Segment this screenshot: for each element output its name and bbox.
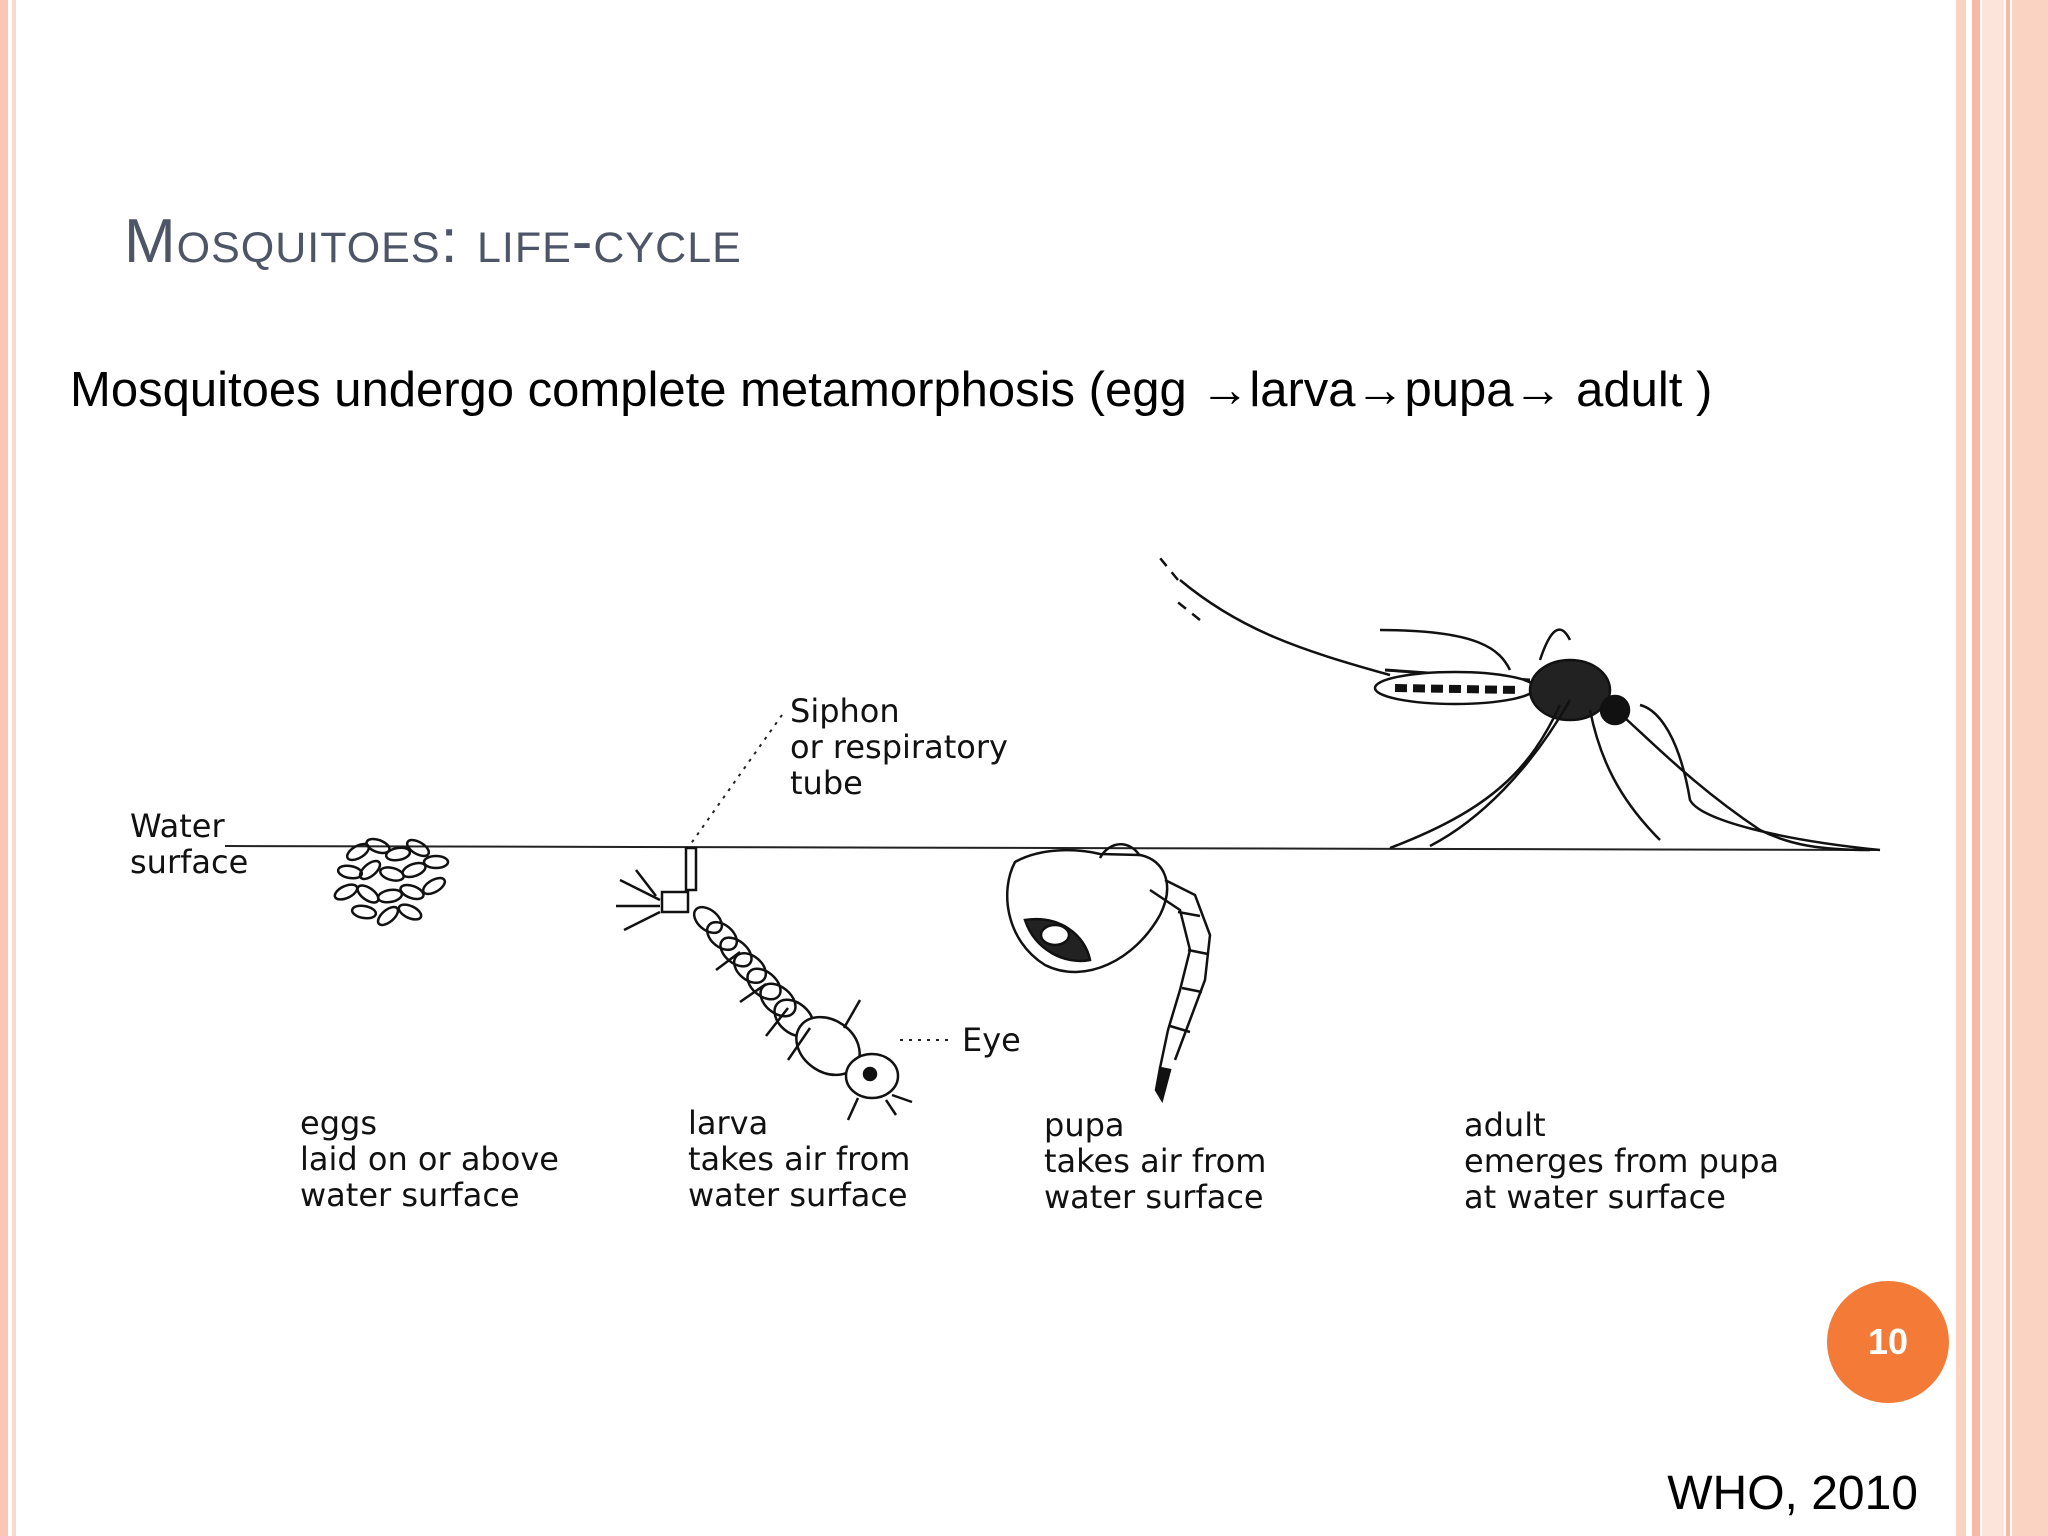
right-border-stripe-3: [1972, 0, 1980, 1536]
siphon-label: Siphon or respiratory tube: [790, 692, 1018, 802]
pupa-illustration: [1005, 843, 1212, 1104]
life-cycle-diagram: Water surface Siphon or respiratory tube: [130, 557, 1881, 1216]
siphon-label-line-1: Siphon: [790, 692, 900, 730]
stage-adult-line-1: adult: [1464, 1106, 1546, 1144]
stage-adult-line-3: at water surface: [1464, 1178, 1726, 1216]
water-label-line-2: surface: [130, 843, 248, 881]
right-border-stripe-1: [1956, 0, 1966, 1536]
right-border-stripe-5: [2006, 0, 2010, 1536]
eye-label: Eye: [962, 1021, 1021, 1059]
stage-pupa-line-2: takes air from: [1044, 1142, 1266, 1180]
water-surface-line: [224, 845, 1881, 851]
stage-caption-eggs: eggs laid on or above water surface: [300, 1104, 569, 1214]
stage-larva-line-1: larva: [688, 1104, 768, 1142]
eggs-illustration: [333, 837, 450, 927]
stage-caption-pupa: pupa takes air from water surface: [1044, 1106, 1277, 1216]
left-border-stripe: [0, 0, 8, 1536]
stage-eggs-line-3: water surface: [300, 1176, 520, 1214]
right-border-stripe-2: [1968, 0, 1972, 1536]
stage-larva-line-3: water surface: [688, 1176, 908, 1214]
adult-mosquito-illustration: [1159, 557, 1881, 852]
stage-adult-line-2: emerges from pupa: [1464, 1142, 1779, 1180]
stage-caption-larva: larva takes air from water surface: [688, 1104, 921, 1214]
source-citation: WHO, 2010: [1667, 1467, 1918, 1520]
right-border-stripe-6: [2012, 0, 2048, 1536]
larva-illustration: [616, 846, 913, 1121]
water-label-line-1: Water: [130, 807, 225, 845]
siphon-pointer: [689, 714, 783, 846]
stage-caption-adult: adult emerges from pupa at water surface: [1464, 1106, 1789, 1216]
stage-larva-line-2: takes air from: [688, 1140, 910, 1178]
siphon-label-line-2: or respiratory: [790, 728, 1008, 766]
stage-pupa-line-3: water surface: [1044, 1178, 1264, 1216]
stage-eggs-line-1: eggs: [300, 1104, 377, 1142]
page-number-badge: 10: [1827, 1281, 1949, 1403]
stage-eggs-line-2: laid on or above: [300, 1140, 559, 1178]
left-border-stripe-inner: [12, 0, 16, 1536]
right-border-stripe-4: [1982, 0, 2004, 1536]
water-label: Water surface: [130, 807, 248, 881]
stage-pupa-line-1: pupa: [1044, 1106, 1125, 1144]
slide-title: Mosquitoes: life-cycle: [124, 207, 742, 276]
siphon-label-line-3: tube: [790, 764, 863, 802]
slide-subtitle: Mosquitoes undergo complete metamorphosi…: [70, 363, 1713, 417]
